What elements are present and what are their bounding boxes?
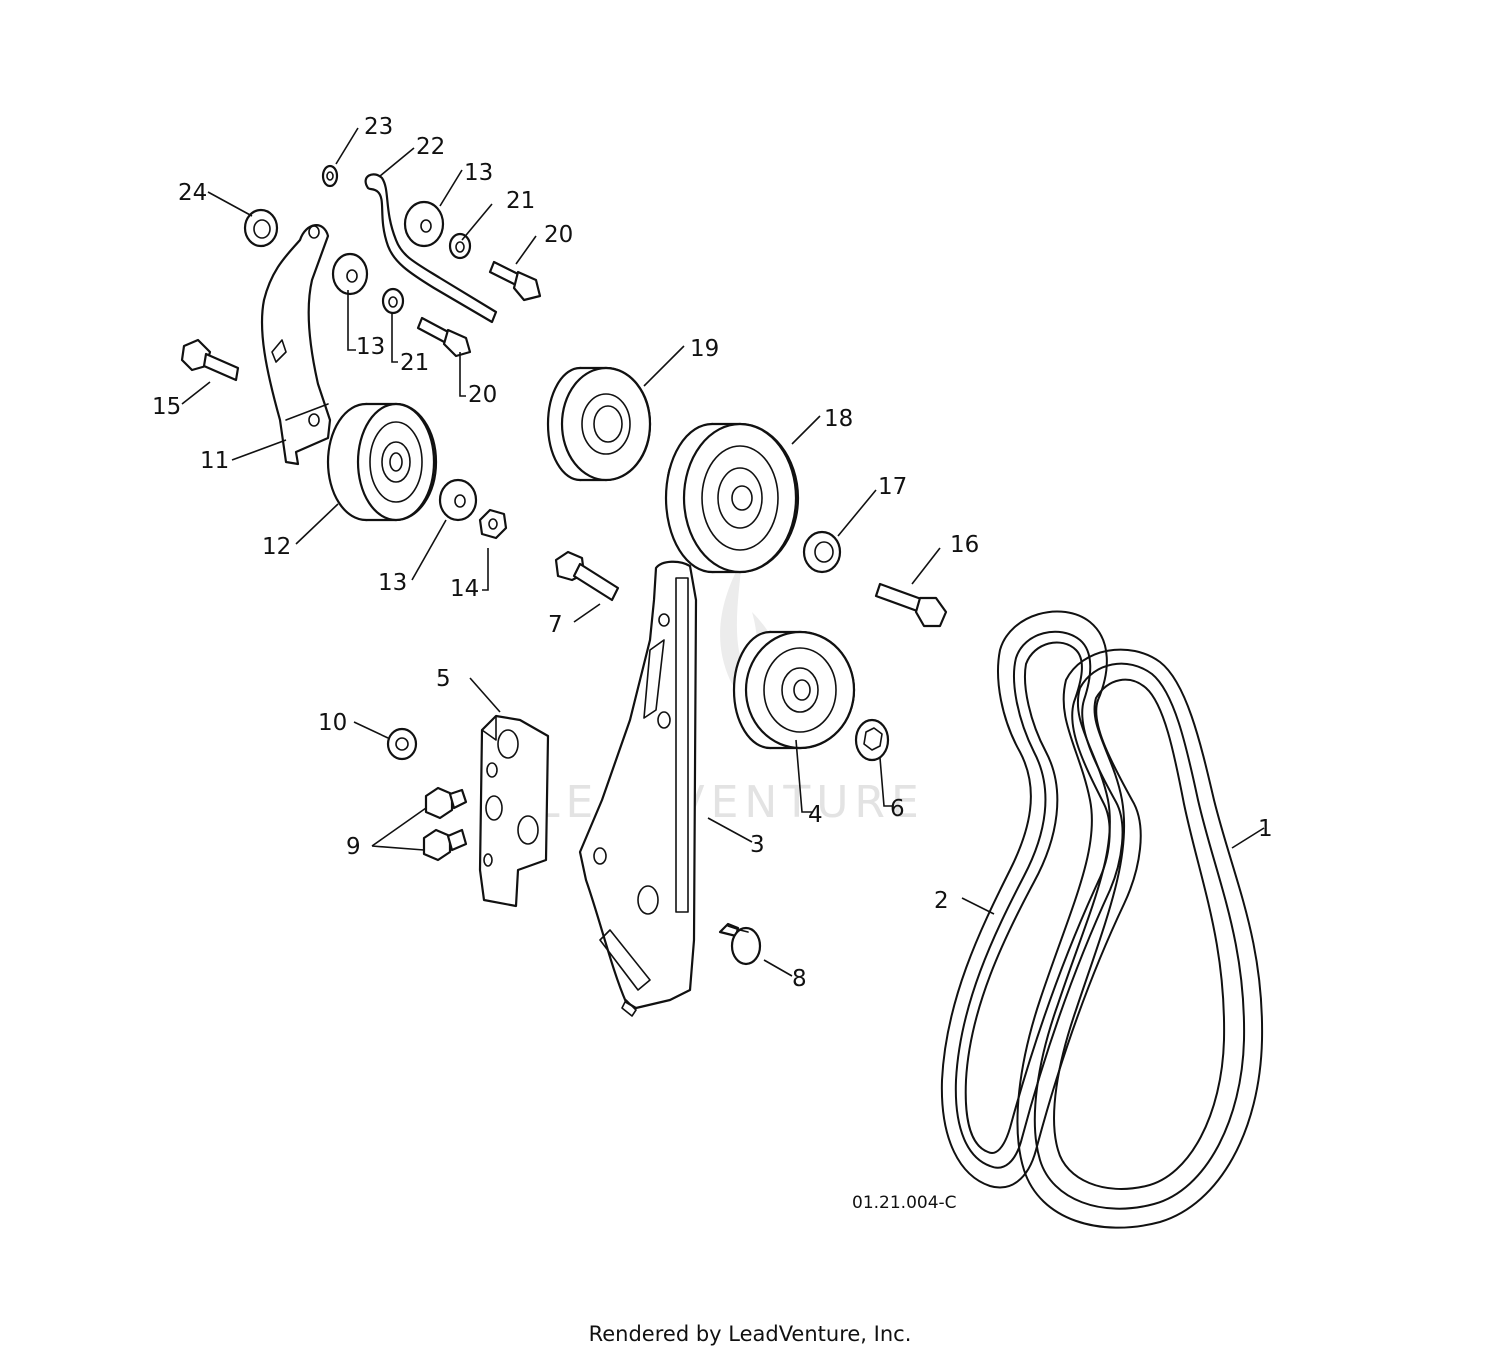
callout-24: 24 (178, 180, 207, 206)
part-11-idler-arm (260, 224, 332, 466)
part-24-nut (243, 208, 279, 248)
part-22-rod (364, 173, 498, 324)
callout-18: 18 (824, 406, 853, 432)
callout-5: 5 (436, 666, 451, 692)
part-15-bolt (180, 338, 240, 382)
callout-20-top: 20 (544, 222, 573, 248)
callout-3: 3 (750, 832, 765, 858)
part-12-pulley (326, 402, 438, 522)
part-16-bolt (874, 582, 948, 628)
part-8-plug (718, 922, 762, 966)
part-3-bracket (578, 560, 698, 1017)
part-5-plate (478, 714, 550, 908)
part-20-bolt-top (488, 260, 542, 302)
callout-7: 7 (548, 612, 563, 638)
part-14-nut (478, 508, 508, 540)
callout-1: 1 (1258, 816, 1273, 842)
part-17-spacer (802, 530, 842, 574)
callout-22: 22 (416, 134, 445, 160)
callout-8: 8 (792, 966, 807, 992)
callout-13-mid: 13 (356, 334, 385, 360)
part-21-nut-mid (381, 287, 405, 315)
part-2-belt (940, 610, 1142, 1189)
callout-23: 23 (364, 114, 393, 140)
part-13-washer-low (438, 478, 478, 522)
callout-13-top: 13 (464, 160, 493, 186)
drawing-code: 01.21.004-C (852, 1193, 957, 1213)
callout-10: 10 (318, 710, 347, 736)
callout-14: 14 (450, 576, 479, 602)
part-10-nut (386, 727, 418, 761)
callout-16: 16 (950, 532, 979, 558)
part-9-screw-bottom (422, 828, 468, 862)
callout-13-low: 13 (378, 570, 407, 596)
part-13-washer-mid (331, 252, 369, 296)
callout-15: 15 (152, 394, 181, 420)
part-9-screw-top (424, 786, 468, 820)
callout-9: 9 (346, 834, 361, 860)
part-13-washer-top (403, 200, 445, 248)
callout-4: 4 (808, 802, 823, 828)
part-6-nut (854, 718, 890, 762)
callout-17: 17 (878, 474, 907, 500)
callout-12: 12 (262, 534, 291, 560)
watermark: LEADVENTURE (535, 560, 919, 828)
part-23-nut (321, 164, 339, 188)
part-4-pulley (732, 630, 856, 750)
part-21-nut-top (448, 232, 472, 260)
callout-2: 2 (934, 888, 949, 914)
callout-19: 19 (690, 336, 719, 362)
callout-21-top: 21 (506, 188, 535, 214)
part-20-bolt-mid (416, 316, 472, 358)
leader-lines (181, 127, 1265, 977)
callout-6: 6 (890, 796, 905, 822)
callout-11: 11 (200, 448, 229, 474)
callout-21-mid: 21 (400, 350, 429, 376)
callout-20-mid: 20 (468, 382, 497, 408)
part-19-pulley (546, 366, 652, 482)
part-7-bolt (554, 550, 620, 602)
part-18-pulley (664, 422, 800, 574)
callouts: 1 2 3 4 5 6 7 8 9 10 11 12 13 13 13 14 1… (152, 114, 1273, 992)
footer-credit: Rendered by LeadVenture, Inc. (588, 1322, 912, 1346)
part-1-belt (1016, 648, 1264, 1229)
